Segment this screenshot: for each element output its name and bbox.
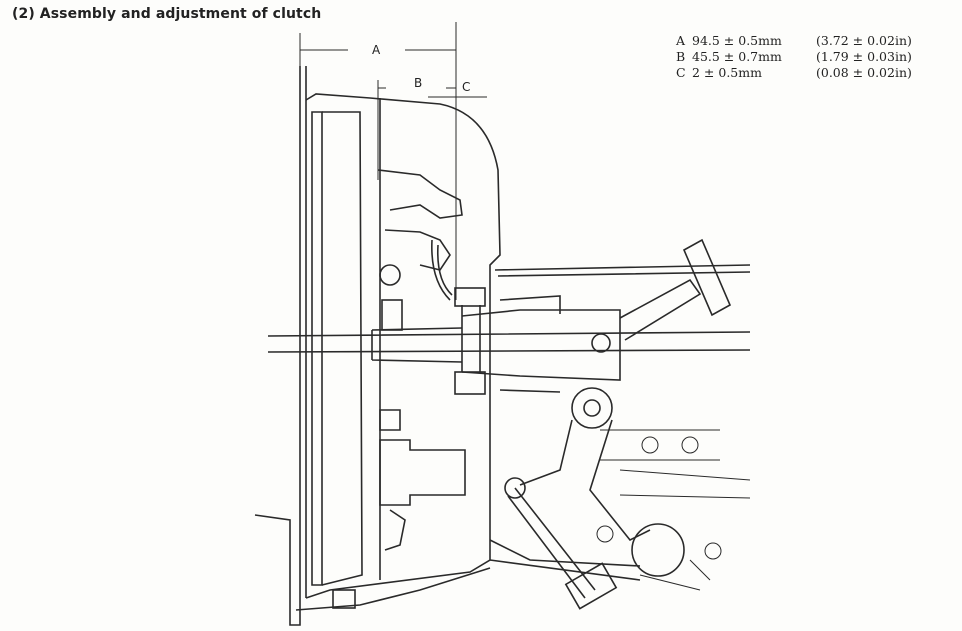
spec-metric: 94.5 ± 0.5mm	[692, 33, 782, 48]
dimension-label-b: B	[414, 76, 422, 90]
dimension-label-a: A	[372, 43, 381, 57]
spec-imperial: (3.72 ± 0.02in)	[816, 33, 912, 48]
spec-row-b: B 45.5 ± 0.7mm (1.79 ± 0.03in)	[676, 49, 912, 65]
input-shaft	[267, 295, 751, 393]
spec-key: A	[676, 33, 686, 48]
dimension-spec-table: A 94.5 ± 0.5mm (3.72 ± 0.02in) B 45.5 ± 0.7…	[676, 33, 912, 81]
flywheel-housing	[254, 66, 751, 626]
dimension-lines: A B C	[299, 22, 487, 300]
dimension-label-c: C	[462, 80, 470, 94]
release-fork-linkage	[504, 238, 751, 610]
spec-metric: 2 ± 0.5mm	[692, 65, 762, 80]
spec-row-a: A 94.5 ± 0.5mm (3.72 ± 0.02in)	[676, 33, 912, 49]
spec-row-c: C 2 ± 0.5mm (0.08 ± 0.02in)	[676, 65, 912, 81]
spec-key: C	[676, 65, 686, 80]
spec-key: B	[676, 49, 686, 64]
section-title: (2) Assembly and adjustment of clutch	[12, 6, 322, 22]
spec-imperial: (1.79 ± 0.03in)	[816, 49, 912, 64]
spec-imperial: (0.08 ± 0.02in)	[816, 65, 912, 80]
clutch-cover	[377, 169, 486, 551]
spec-metric: 45.5 ± 0.7mm	[692, 49, 782, 64]
